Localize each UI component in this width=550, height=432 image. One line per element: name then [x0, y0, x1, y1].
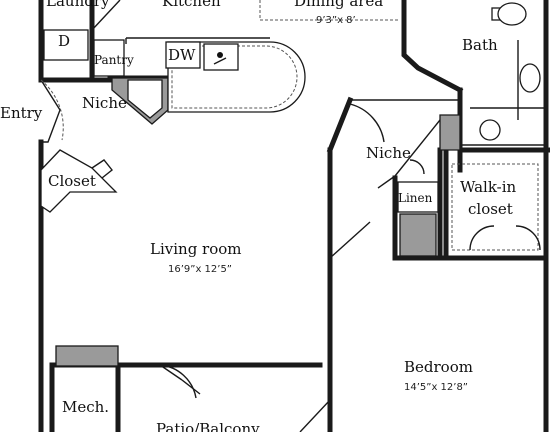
label-bedroom: Bedroom	[404, 358, 473, 376]
label-mech: Mech.	[62, 398, 109, 416]
linen-grey	[399, 213, 437, 257]
label-entry: Entry	[0, 104, 43, 122]
dim-living: 16’9”x 12’5”	[168, 264, 232, 275]
closet-box	[40, 149, 118, 213]
label-dw: DW	[168, 46, 196, 64]
details	[40, 0, 546, 432]
label-laundry: Laundry	[46, 0, 110, 10]
label-patio: Patio/Balcony	[156, 420, 260, 432]
pantry	[93, 39, 125, 77]
label-walkin: Walk-in	[460, 178, 517, 196]
dim-dining: 9’3”x 8’	[316, 15, 356, 26]
label-kitchen: Kitchen	[162, 0, 221, 10]
label-niche-entry: Niche	[82, 94, 127, 112]
toilet-icon	[497, 2, 527, 26]
dim-bedroom: 14’5”x 12’8”	[404, 382, 468, 393]
label-walkin-2: closet	[468, 200, 513, 218]
living-shelf	[55, 345, 119, 367]
label-dining: Dining area	[294, 0, 383, 10]
label-pantry: Pantry	[94, 53, 134, 67]
room-labels: Laundry Kitchen Dining area 9’3”x 8’ Bat…	[0, 0, 517, 432]
label-closet: Closet	[48, 172, 96, 190]
linen-shelf	[397, 181, 439, 213]
label-niche-hall: Niche	[366, 144, 411, 162]
tub-drain-icon	[479, 119, 501, 141]
label-linen: Linen	[398, 191, 433, 205]
hall-grey-block	[439, 114, 461, 151]
bath-sink-icon	[519, 63, 541, 93]
label-bath: Bath	[462, 36, 498, 54]
dishwasher	[165, 41, 201, 69]
dryer-unit	[43, 29, 89, 61]
label-dryer: D	[58, 32, 70, 50]
kitchen-island	[167, 41, 306, 113]
label-living: Living room	[150, 240, 242, 258]
